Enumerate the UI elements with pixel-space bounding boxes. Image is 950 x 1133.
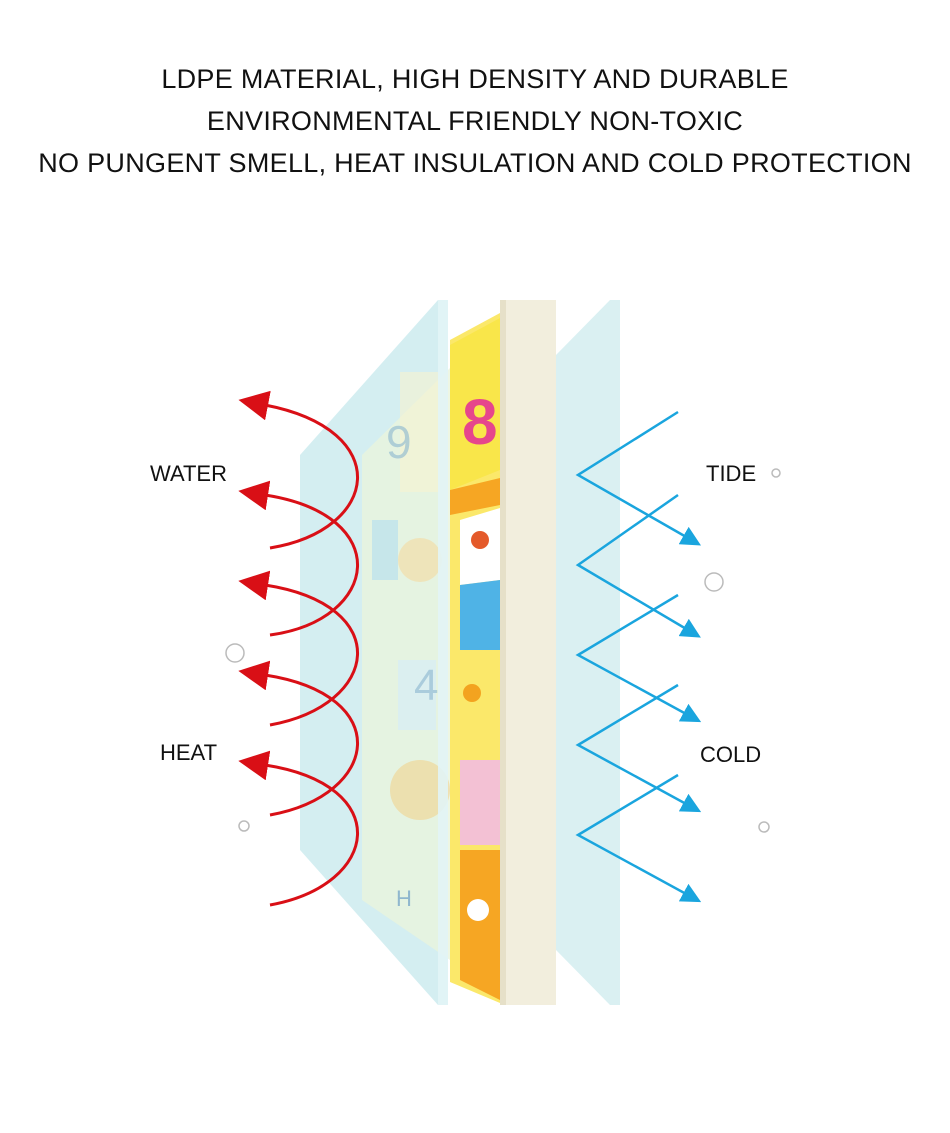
warm-arrow-5 [238,750,359,907]
label-heat: HEAT [160,740,218,765]
back-number-4: 4 [414,661,438,710]
back-letter-h: H [396,886,412,911]
headline-line-1: LDPE MATERIAL, HIGH DENSITY AND DURABLE [161,64,789,94]
label-water: WATER [150,461,227,486]
label-cold: COLD [700,742,762,767]
warm-arrow-1 [238,390,359,550]
cold-tide-arrows [575,410,702,903]
heat-water-arrows [238,390,359,907]
warm-arrow-4 [238,660,359,817]
front-mat-tiles: 8 [450,313,500,1003]
lion-illustration [390,760,450,820]
printed-mat-layer: 9 4 H [362,368,450,960]
warm-arrow-2 [238,480,359,637]
tile-number-8: 8 [462,386,498,458]
back-number-9: 9 [386,416,412,468]
zebra-illustration [467,899,489,921]
right-glass-panel [556,300,620,1005]
decorative-bubbles [225,468,781,833]
label-tide: TIDE [706,461,757,486]
bear-illustration [398,538,442,582]
foam-core [500,300,556,1005]
flower-illustration [463,684,481,702]
headline-line-3: NO PUNGENT SMELL, HEAT INSULATION AND CO… [38,148,912,178]
fox-illustration [471,531,489,549]
warm-arrow-3 [238,570,359,727]
headline-line-2: ENVIRONMENTAL FRIENDLY NON-TOXIC [206,106,744,136]
